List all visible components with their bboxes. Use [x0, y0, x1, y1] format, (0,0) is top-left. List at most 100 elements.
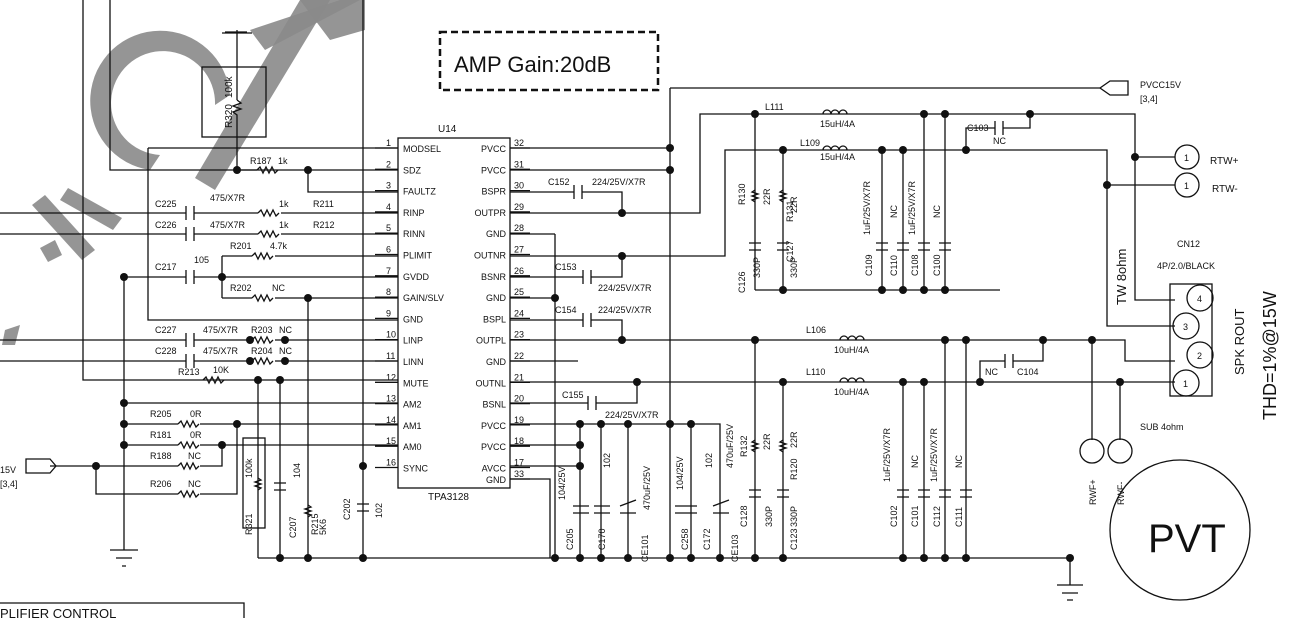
c111-label: C111 — [954, 507, 964, 527]
r213v-label: 10K — [213, 365, 229, 375]
c128-label: C128 — [739, 505, 749, 527]
junction-dot — [899, 378, 907, 386]
watermark-stroke — [195, 0, 330, 190]
rwf-plus-connector — [1079, 438, 1105, 464]
cn12-pin1 — [1172, 369, 1200, 397]
ic-pin-number: 22 — [514, 351, 524, 361]
c152v-label: 224/25V/X7R — [592, 177, 646, 187]
r215-resistor — [302, 504, 314, 518]
cn12-pin1-label: 1 — [1183, 379, 1188, 389]
cn12-label: CN12 — [1177, 239, 1200, 249]
c104v-label: NC — [985, 367, 998, 377]
r212-label: R212 — [313, 220, 335, 230]
ground-symbol-right — [1057, 558, 1083, 601]
c228v-label: 475/X7R — [203, 346, 239, 356]
ic-pin-number: 29 — [514, 202, 524, 212]
r205v-label: 0R — [190, 409, 202, 419]
junction-dot — [687, 554, 695, 562]
junction-dot — [779, 554, 787, 562]
c202-label: C202 — [342, 498, 352, 520]
l106v-label: 10uH/4A — [834, 345, 869, 355]
ce103-label: CE103 — [730, 534, 740, 562]
junction-dot — [618, 209, 626, 217]
ic-pin-name: GND — [486, 475, 507, 485]
ic-pin-name: OUTPR — [475, 208, 507, 218]
c108-label: C108 — [910, 254, 920, 276]
r320-box — [201, 66, 267, 138]
r205-resistor — [177, 419, 200, 429]
junction-dot — [120, 420, 128, 428]
ic-pin-name: SDZ — [403, 165, 422, 175]
c110-label: C110 — [889, 255, 899, 276]
left_port_ref-label: [3,4] — [0, 479, 18, 489]
c207v-label: 104 — [292, 463, 302, 478]
r130-label: R130 — [737, 183, 747, 205]
junction-dot — [962, 146, 970, 154]
junction-dot — [304, 166, 312, 174]
ic-pin-name: OUTNL — [475, 378, 506, 388]
c127-label: C127 — [785, 240, 795, 262]
input-port — [25, 458, 57, 474]
junction-dot — [920, 110, 928, 118]
wire — [147, 148, 398, 321]
c228-label: C228 — [155, 346, 177, 356]
ic-pin-name: MUTE — [403, 378, 429, 388]
wire — [510, 113, 1175, 301]
ic-pin-number: 32 — [514, 138, 524, 148]
r203v-label: NC — [279, 325, 292, 335]
junction-dot — [254, 376, 262, 384]
junction-dot — [687, 420, 695, 428]
ic-pin-name: AM1 — [403, 421, 422, 431]
pvcc_port-label: PVCC15V — [1140, 80, 1181, 90]
pvcc-port — [1098, 80, 1129, 96]
junction-dot — [666, 144, 674, 152]
junction-dot — [246, 357, 254, 365]
c227-cap — [185, 333, 195, 347]
r202v-label: NC — [272, 283, 285, 293]
c100v-label: NC — [932, 205, 942, 218]
c170-label: C170 — [597, 528, 607, 550]
junction-dot — [233, 420, 241, 428]
junction-dot — [751, 110, 759, 118]
snubber-resistors-left — [749, 439, 789, 453]
ce101v-label: 470uF/25V — [642, 466, 652, 510]
wire — [237, 169, 398, 193]
ic-pin-name: GND — [486, 357, 507, 367]
ic-pin-number: 23 — [514, 330, 524, 340]
junction-dot — [304, 554, 312, 562]
ce103v-label: 470uF/25V — [725, 424, 735, 468]
c101-label: C101 — [910, 505, 920, 527]
r215-label: R215 — [310, 513, 320, 535]
r132v-label: 22R — [762, 433, 772, 450]
snubber-resistors-right — [749, 189, 789, 203]
junction-dot — [899, 554, 907, 562]
c102-label: C102 — [889, 505, 899, 527]
c258v-label: 104/25V — [675, 456, 685, 490]
c153-cap — [582, 270, 592, 284]
ic-pin-name: LINP — [403, 336, 423, 346]
ic-part: TPA3128 — [428, 492, 469, 503]
c100-label: C100 — [932, 254, 942, 276]
c128v-label: 330P — [764, 506, 774, 527]
c217-label: C217 — [155, 262, 177, 272]
c202-cap — [357, 320, 369, 558]
junction-dot — [666, 554, 674, 562]
r320-wire — [222, 30, 252, 100]
ic-pin-number: 19 — [514, 415, 524, 425]
junction-dots — [92, 110, 1139, 562]
c103-cap — [994, 121, 1004, 135]
ic-pin-number: 21 — [514, 372, 524, 382]
rtw-minus-pin: 1 — [1184, 181, 1189, 191]
ic-pin-name: BSPL — [483, 314, 506, 324]
c225-label: C225 — [155, 199, 177, 209]
r201-resistor — [251, 251, 274, 261]
title-block-text: PLIFIER CONTROL — [0, 606, 116, 618]
ic-pin-name: OUTNR — [474, 251, 506, 261]
junction-dot — [281, 336, 289, 344]
gain-note-text: AMP Gain:20dB — [454, 52, 611, 77]
junction-dot — [941, 554, 949, 562]
ic-pin-number: 17 — [514, 458, 524, 468]
ic-pin-name: AM0 — [403, 442, 422, 452]
junction-dot — [359, 554, 367, 562]
